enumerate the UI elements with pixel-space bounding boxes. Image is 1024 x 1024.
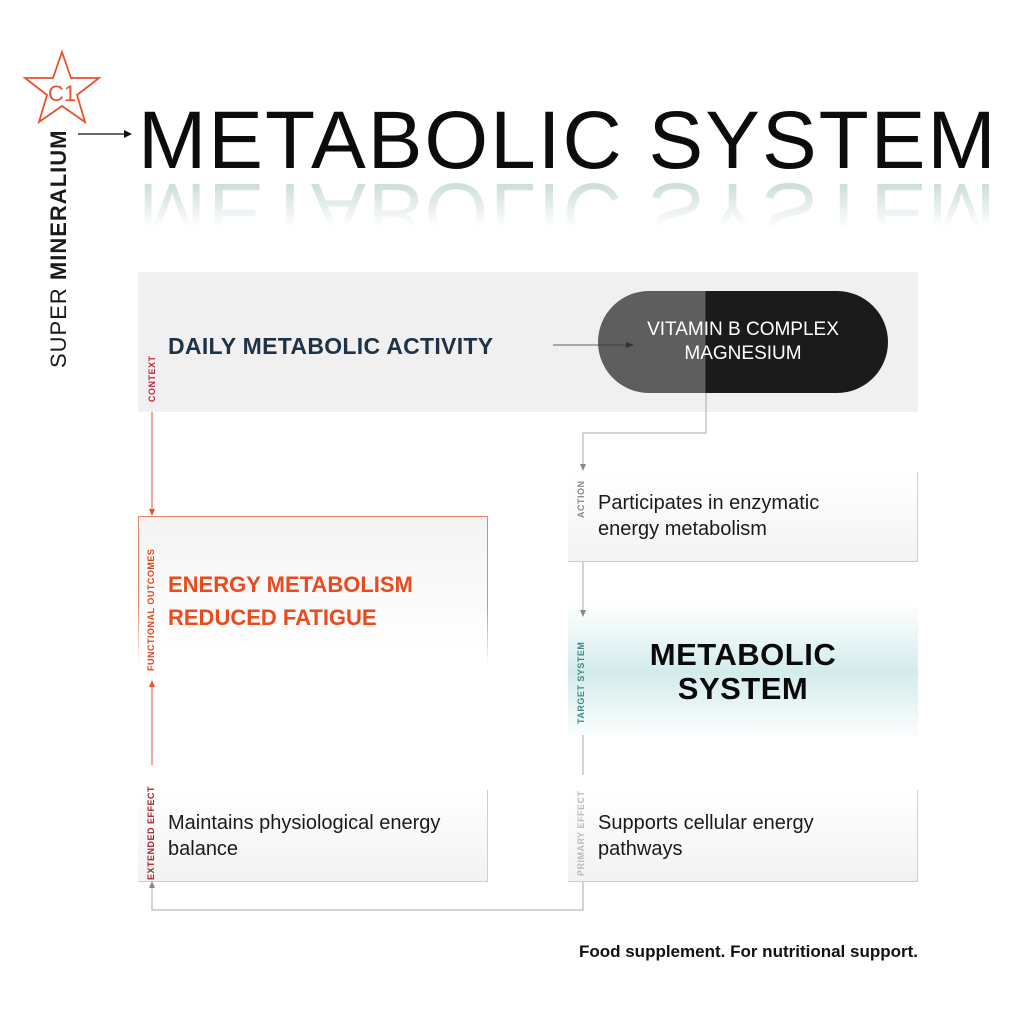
arrow-right-icon xyxy=(78,130,132,138)
arrow-down-icon xyxy=(580,464,586,471)
context-heading: DAILY METABOLIC ACTIVITY xyxy=(168,333,494,359)
brand-badge-text: C1 xyxy=(48,81,76,106)
ingredients-capsule: VITAMIN B COMPLEX MAGNESIUM xyxy=(598,291,888,393)
page-title: METABOLIC SYSTEM xyxy=(138,95,998,186)
primary-effect-box xyxy=(568,790,918,882)
primary-effect-label: PRIMARY EFFECT xyxy=(576,790,586,876)
outcome-line: ENERGY METABOLISM xyxy=(168,572,413,597)
ingredient-item: MAGNESIUM xyxy=(684,343,802,364)
outcome-line: REDUCED FATIGUE xyxy=(168,605,377,630)
brand-prefix: SUPER xyxy=(46,287,71,368)
action-label: ACTION xyxy=(576,480,586,519)
target-line: METABOLIC xyxy=(649,637,837,672)
primary-text-line: Supports cellular energy xyxy=(598,812,814,834)
functional-outcomes-label: FUNCTIONAL OUTCOMES xyxy=(146,548,156,671)
extended-effect-label: EXTENDED EFFECT xyxy=(146,785,156,880)
arrow-up-icon xyxy=(149,680,155,687)
extended-text-line: balance xyxy=(168,838,239,860)
functional-outcomes-box xyxy=(138,516,488,666)
target-line: SYSTEM xyxy=(677,671,809,706)
action-text-line: energy metabolism xyxy=(598,518,767,540)
action-text-line: Participates in enzymatic xyxy=(598,492,820,514)
primary-to-extended-connector xyxy=(151,882,584,911)
footer-disclaimer: Food supplement. For nutritional support… xyxy=(578,942,918,961)
extended-effect-text: Maintains physiological energy balance xyxy=(168,810,440,862)
arrow-up-icon xyxy=(149,881,155,888)
brand-name: MINERALIUM xyxy=(46,129,71,281)
primary-text-line: pathways xyxy=(598,838,683,860)
action-text: Participates in enzymatic energy metabol… xyxy=(598,490,819,542)
brand-star-icon: C1 xyxy=(22,49,102,125)
extended-effect-box xyxy=(138,790,488,882)
action-box xyxy=(568,472,918,562)
context-label: CONTEXT xyxy=(147,355,157,402)
target-system-box xyxy=(568,604,918,740)
brand-wordmark: SUPER MINERALIUM xyxy=(46,130,72,368)
arrow-down-icon xyxy=(149,509,155,516)
ingredient-item: VITAMIN B COMPLEX xyxy=(647,319,839,340)
primary-effect-text: Supports cellular energy pathways xyxy=(598,810,814,862)
functional-outcomes-text: ENERGY METABOLISM REDUCED FATIGUE xyxy=(168,568,413,634)
extended-text-line: Maintains physiological energy xyxy=(168,812,441,834)
page-title-reflection: METABOLIC SYSTEM xyxy=(138,166,998,257)
target-system-text: METABOLIC SYSTEM xyxy=(568,638,918,706)
